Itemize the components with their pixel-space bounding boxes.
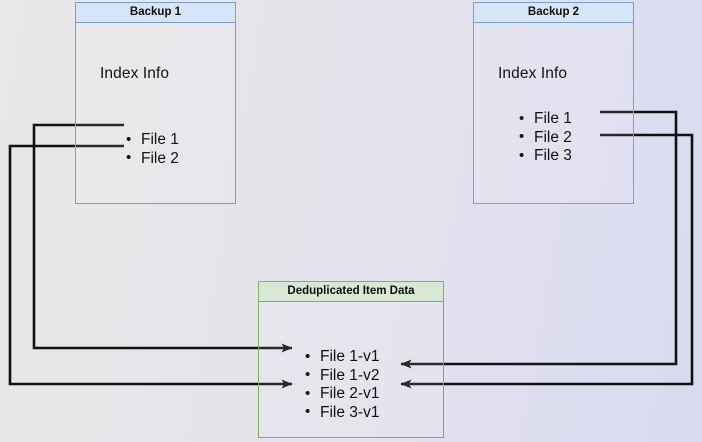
list-item: File 2 xyxy=(126,149,179,169)
deduplicated-item-data-header: Deduplicated Item Data xyxy=(259,282,443,302)
backup-2-file-list: File 1 File 2 File 3 xyxy=(519,110,572,166)
backup-2-header: Backup 2 xyxy=(474,3,633,23)
list-item: File 3-v1 xyxy=(305,403,379,423)
list-item: File 1 xyxy=(519,110,572,129)
deduplicated-item-data-body: File 1-v1 File 1-v2 File 2-v1 File 3-v1 xyxy=(259,302,443,437)
backup-2-index-label: Index Info xyxy=(498,65,568,82)
backup-1-body: Index Info File 1 File 2 xyxy=(76,23,235,203)
deduplicated-item-data-node[interactable]: Deduplicated Item Data File 1-v1 File 1-… xyxy=(258,281,444,438)
list-item: File 1-v2 xyxy=(305,366,379,386)
backup-2-body: Index Info File 1 File 2 File 3 xyxy=(474,23,633,203)
list-item: File 1-v1 xyxy=(305,348,379,367)
backup-1-index-label: Index Info xyxy=(100,65,170,82)
list-item: File 2-v1 xyxy=(305,385,379,404)
backup-1-file-list: File 1 File 2 xyxy=(126,131,179,168)
backup-1-node[interactable]: Backup 1 Index Info File 1 File 2 xyxy=(75,2,236,204)
list-item: File 3 xyxy=(519,147,572,166)
deduplicated-item-list: File 1-v1 File 1-v2 File 2-v1 File 3-v1 xyxy=(305,348,379,422)
list-item: File 2 xyxy=(519,128,572,148)
backup-2-node[interactable]: Backup 2 Index Info File 1 File 2 File 3 xyxy=(473,2,634,204)
list-item: File 1 xyxy=(126,131,179,150)
backup-1-header: Backup 1 xyxy=(76,3,235,23)
